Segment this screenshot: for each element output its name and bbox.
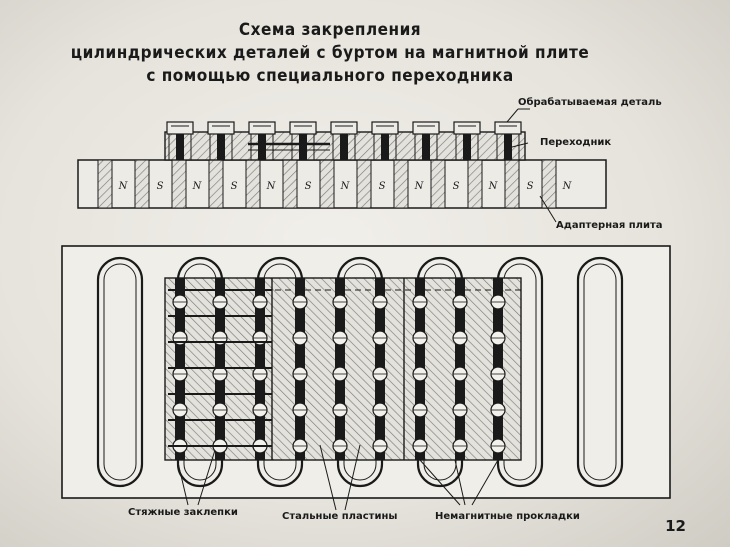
label-workpiece: Обрабатываемая деталь bbox=[518, 97, 662, 108]
pole-label: N bbox=[192, 181, 203, 192]
pole-spacer bbox=[208, 159, 224, 209]
title-line-2: цилиндрических деталей с буртом на магни… bbox=[70, 43, 590, 63]
pole-spacer bbox=[171, 159, 187, 209]
workpiece bbox=[248, 121, 276, 135]
workpiece bbox=[494, 121, 522, 135]
page-number: 12 bbox=[665, 517, 686, 535]
pole-spacer bbox=[319, 159, 335, 209]
steel-plate-bar bbox=[463, 128, 471, 160]
label-adapter-plate: Адаптерная плита bbox=[556, 220, 663, 231]
pole-spacer bbox=[504, 159, 520, 209]
steel-plate-bar bbox=[381, 128, 389, 160]
workpiece bbox=[412, 121, 440, 135]
steel-plate-bar bbox=[176, 128, 184, 160]
pole-label: S bbox=[527, 181, 534, 192]
workpiece bbox=[207, 121, 235, 135]
pole-label: S bbox=[231, 181, 238, 192]
pole-slot bbox=[96, 256, 144, 488]
steel-plate-bar bbox=[217, 128, 225, 160]
workpiece bbox=[371, 121, 399, 135]
pole-label: S bbox=[379, 181, 386, 192]
label-steel-plates: Стальные пластины bbox=[282, 511, 398, 522]
pole-spacer bbox=[541, 159, 557, 209]
pole-label: S bbox=[157, 181, 164, 192]
pole-spacer bbox=[467, 159, 483, 209]
pole-spacer bbox=[393, 159, 409, 209]
pole-slot-inner bbox=[103, 263, 137, 481]
steel-plate-bar bbox=[422, 128, 430, 160]
label-rivets: Стяжные заклепки bbox=[128, 507, 238, 518]
workpiece bbox=[166, 121, 194, 135]
label-nonmagnetic: Немагнитные прокладки bbox=[435, 511, 580, 522]
workpiece bbox=[453, 121, 481, 135]
pole-spacer bbox=[134, 159, 150, 209]
steel-plate-bar bbox=[340, 128, 348, 160]
title-line-3: с помощью специального переходника bbox=[146, 66, 514, 86]
pole-label: S bbox=[305, 181, 312, 192]
pole-slot bbox=[576, 256, 624, 488]
plan-view bbox=[61, 245, 671, 499]
pole-spacer bbox=[282, 159, 298, 209]
pole-label: N bbox=[488, 181, 499, 192]
workpiece bbox=[289, 121, 317, 135]
pole-label: N bbox=[562, 181, 573, 192]
title-line-1: Схема закрепления bbox=[238, 20, 422, 40]
label-adapter: Переходник bbox=[540, 137, 612, 148]
pole-slot-inner bbox=[583, 263, 617, 481]
pole-spacer bbox=[430, 159, 446, 209]
pole-label: N bbox=[266, 181, 277, 192]
pole-spacer bbox=[356, 159, 372, 209]
pole-spacer bbox=[97, 159, 113, 209]
steel-plate-bar bbox=[504, 128, 512, 160]
pole-label: S bbox=[453, 181, 460, 192]
leaders-top bbox=[506, 108, 557, 223]
leaders-bottom bbox=[174, 444, 499, 511]
pole-label: N bbox=[340, 181, 351, 192]
pole-label: N bbox=[118, 181, 129, 192]
pole-label: N bbox=[414, 181, 425, 192]
workpiece bbox=[330, 121, 358, 135]
pole-spacer bbox=[245, 159, 261, 209]
